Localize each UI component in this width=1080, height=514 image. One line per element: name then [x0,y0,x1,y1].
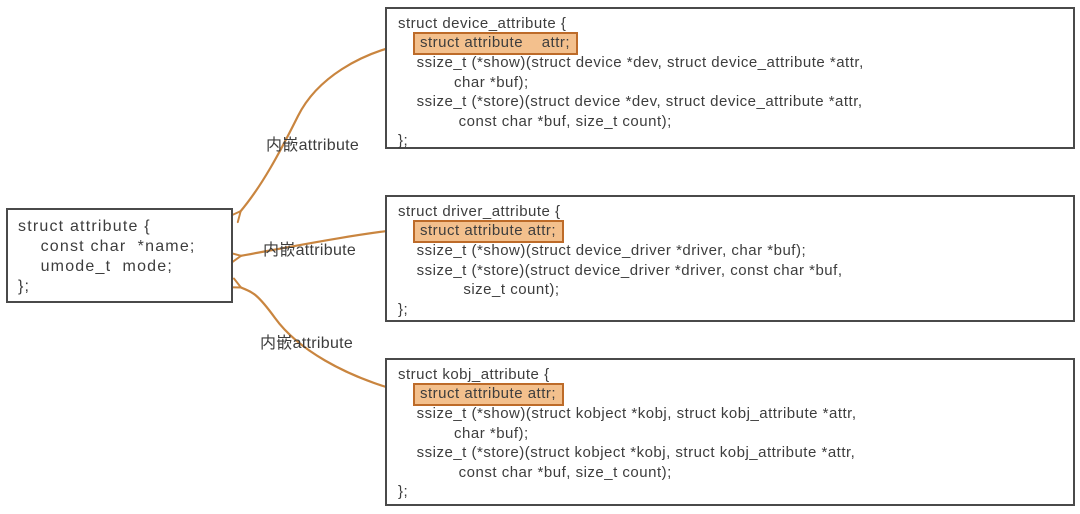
driver-attribute-struct-box: struct driver_attribute { struct attribu… [385,195,1075,322]
attribute-struct-box: struct attribute { const char *name; umo… [6,208,233,303]
code-line: char *buf); [398,424,529,442]
code-line: ssize_t (*store)(struct device_driver *d… [398,261,843,279]
code-line: umode_t mode; [18,258,174,275]
code-line: struct kobj_attribute { [398,366,550,383]
code-line: struct attribute { [18,218,151,235]
embedded-attribute-label: 内嵌attribute [260,335,354,352]
code-line: struct driver_attribute { [398,203,561,220]
code-line: ssize_t (*show)(struct kobject *kobj, st… [398,405,857,422]
code-line: }; [18,278,31,295]
code-line: ssize_t (*store)(struct kobject *kobj, s… [398,444,856,461]
device-attribute-struct-box: struct device_attribute { struct attribu… [385,7,1075,149]
embedded-attribute-highlight: struct attribute attr; [413,31,579,55]
embedded-attribute-label: 内嵌attribute [263,242,357,259]
code-line: ssize_t (*store)(struct device *dev, str… [398,93,863,110]
code-line: struct device_attribute { [398,15,567,32]
code-line: }; [398,300,409,318]
embedded-attribute-highlight: struct attribute attr; [413,219,565,243]
code-line: struct attribute attr; [398,219,1073,243]
embedded-attribute-highlight: struct attribute attr; [413,382,565,406]
code-line: size_t count); [398,281,560,298]
embedded-attribute-label: 内嵌attribute [266,137,360,154]
code-line: }; [398,132,409,149]
kobj-attribute-struct-box: struct kobj_attribute { struct attribute… [385,358,1075,506]
code-line: const char *buf, size_t count); [398,463,672,481]
code-line: ssize_t (*show)(struct device_driver *dr… [398,242,807,259]
code-line: }; [398,483,409,500]
code-line: const char *buf, size_t count); [398,112,672,130]
code-line: char *buf); [398,73,529,91]
code-line: struct attribute attr; [398,31,1073,55]
code-line: ssize_t (*show)(struct device *dev, stru… [398,54,864,71]
code-line: const char *name; [18,238,196,255]
code-line: struct attribute attr; [398,382,1073,406]
